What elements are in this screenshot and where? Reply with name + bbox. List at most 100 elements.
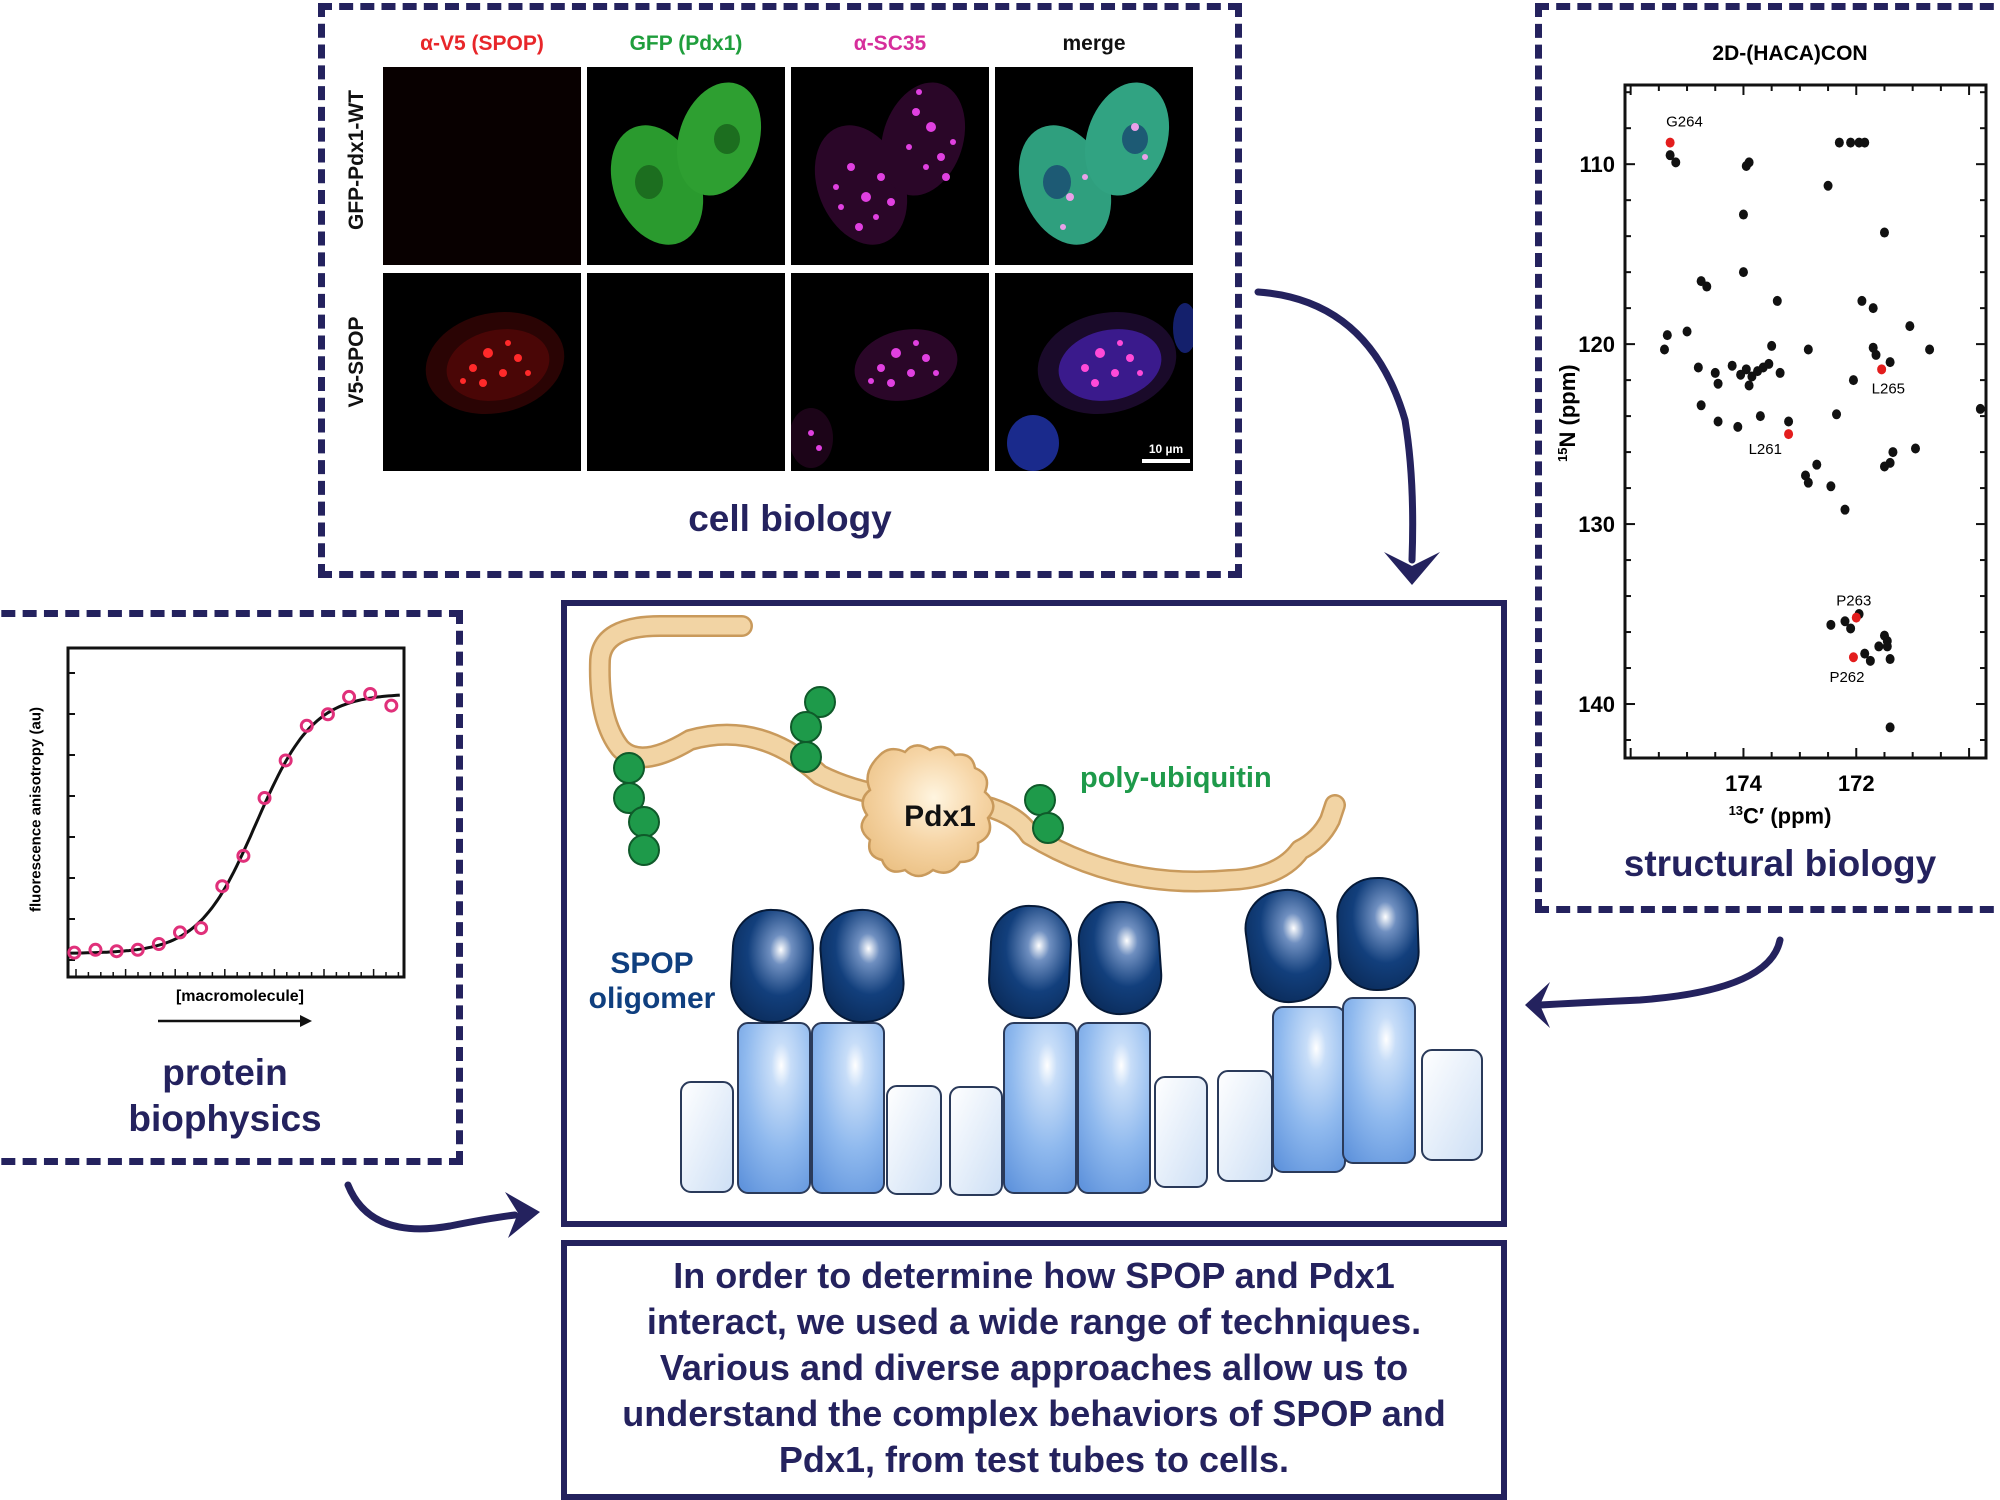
nmr-peak-label: L265 (1872, 380, 1905, 397)
fa-data-point (194, 921, 209, 936)
nmr-peak (1885, 654, 1895, 665)
nmr-peak (1823, 180, 1833, 191)
nmr-peak (1733, 421, 1743, 432)
spop-label-line2: oligomer (588, 982, 716, 1015)
fa-data-point (151, 936, 166, 951)
spop-label-line1: SPOP (610, 947, 694, 980)
nmr-peak (1713, 416, 1723, 427)
nmr-y-tick-label: 140 (1578, 692, 1615, 717)
micro-v5-spop-sc35 (791, 273, 989, 471)
nmr-peak (1882, 641, 1892, 652)
fa-data-point (278, 753, 293, 768)
nmr-peak-label: P263 (1836, 593, 1871, 610)
fa-data-point (342, 689, 357, 704)
summary-line-2: interact, we used a wide range of techni… (646, 1301, 1422, 1342)
fa-data-point (215, 879, 230, 894)
nmr-peak (1812, 459, 1822, 470)
col-head-v5: α-V5 (SPOP) (420, 32, 544, 55)
nmr-peak (1840, 504, 1850, 515)
micro-gfp-wt-merge (995, 67, 1193, 265)
nmr-xlabel-text: C′ (ppm) (1743, 803, 1832, 829)
micro-gfp-wt-v5 (383, 67, 581, 265)
nmr-peak (1871, 349, 1881, 360)
arrowhead-cell (1384, 552, 1440, 585)
nmr-xlabel-prefix: 13 (1728, 803, 1744, 818)
nmr-peak (1682, 326, 1692, 337)
nmr-peak (1840, 616, 1850, 627)
micro-gfp-wt-sc35 (791, 67, 989, 265)
micro-merge-1 (1018, 82, 1170, 245)
structural-biology-label: structural biology (1623, 843, 1937, 884)
poly-ubiquitin-label: poly-ubiquitin (1080, 762, 1272, 794)
fa-data-point (67, 945, 82, 960)
nmr-peak (1727, 360, 1737, 371)
nmr-peak (1868, 303, 1878, 314)
nmr-peak (1879, 227, 1889, 238)
nmr-peak (1662, 330, 1672, 341)
col-head-gfp: GFP (Pdx1) (629, 32, 743, 55)
nmr-peak (1834, 137, 1844, 148)
fa-data-point (363, 687, 378, 702)
protein-biophysics-panel (0, 610, 463, 1165)
micro-merge-2 (1007, 303, 1193, 471)
nmr-peak (1874, 641, 1884, 652)
summary-line-5: Pdx1, from test tubes to cells. (778, 1439, 1290, 1480)
nmr-peak (1860, 648, 1870, 659)
nmr-highlight-peak (1665, 137, 1675, 148)
nmr-peak-label: P262 (1829, 669, 1864, 686)
arrow-structural-to-cartoon (1536, 936, 1784, 1009)
fa-data-point (109, 944, 124, 959)
nmr-peak (1710, 367, 1720, 378)
nmr-peak (1826, 481, 1836, 492)
nmr-peak (1888, 447, 1898, 458)
nmr-peak (1693, 362, 1703, 373)
micro-v5-cell (425, 311, 565, 415)
summary-line-1: In order to determine how SPOP and Pdx1 (673, 1255, 1395, 1296)
nmr-highlight-peak (1848, 652, 1858, 663)
nmr-y-tick-label: 120 (1578, 332, 1615, 357)
nmr-peak (1744, 380, 1754, 391)
nmr-peak (1848, 375, 1858, 386)
fa-data-point (384, 698, 399, 713)
arrow-cell-to-cartoon (1254, 288, 1417, 564)
summary-panel (561, 1240, 1507, 1500)
nmr-peak (1738, 209, 1748, 220)
fa-data-point (320, 707, 335, 722)
nmr-peak (1767, 340, 1777, 351)
protein-biophysics-label: protein biophysics (80, 1050, 370, 1142)
nmr-peak (1764, 358, 1774, 369)
micro-v5-spop-merge (995, 273, 1193, 471)
micro-v5-spop-v5 (383, 273, 581, 471)
nmr-peak (1885, 357, 1895, 368)
spop-oligomer-label: SPOP oligomer (572, 946, 732, 1016)
nmr-highlight-peak (1851, 612, 1861, 623)
nmr-peak (1846, 137, 1856, 148)
micro-sc35-speckles-2 (791, 329, 958, 468)
nmr-y-tick-label: 130 (1578, 512, 1615, 537)
arrowhead-biophysics (505, 1192, 540, 1238)
scale-bar (1142, 459, 1190, 463)
protein-biophysics-label-line1: protein (162, 1052, 288, 1093)
fa-data-point (299, 718, 314, 733)
fa-data-point (173, 925, 187, 940)
fa-plot-frame (66, 646, 406, 979)
nmr-peak (1860, 137, 1870, 148)
nmr-x-tick-label: 174 (1725, 771, 1762, 796)
nmr-highlight-peak (1877, 364, 1887, 375)
cell-biology-label: cell biology (688, 498, 892, 539)
nmr-peak (1865, 655, 1875, 666)
protein-biophysics-label-line2: biophysics (128, 1098, 322, 1139)
nmr-title: 2D-(HACA)CON (1712, 42, 1868, 65)
nmr-peak (1925, 344, 1935, 355)
micro-sc35-speckles-1 (814, 82, 966, 245)
nmr-peak (1905, 321, 1915, 332)
nmr-peak (1713, 378, 1723, 389)
fa-data-point (88, 942, 103, 957)
summary-text: In order to determine how SPOP and Pdx1 … (567, 1253, 1501, 1483)
nmr-peak (1738, 267, 1748, 278)
nmr-peak (1736, 369, 1746, 380)
nmr-peak-label: L261 (1749, 441, 1782, 458)
